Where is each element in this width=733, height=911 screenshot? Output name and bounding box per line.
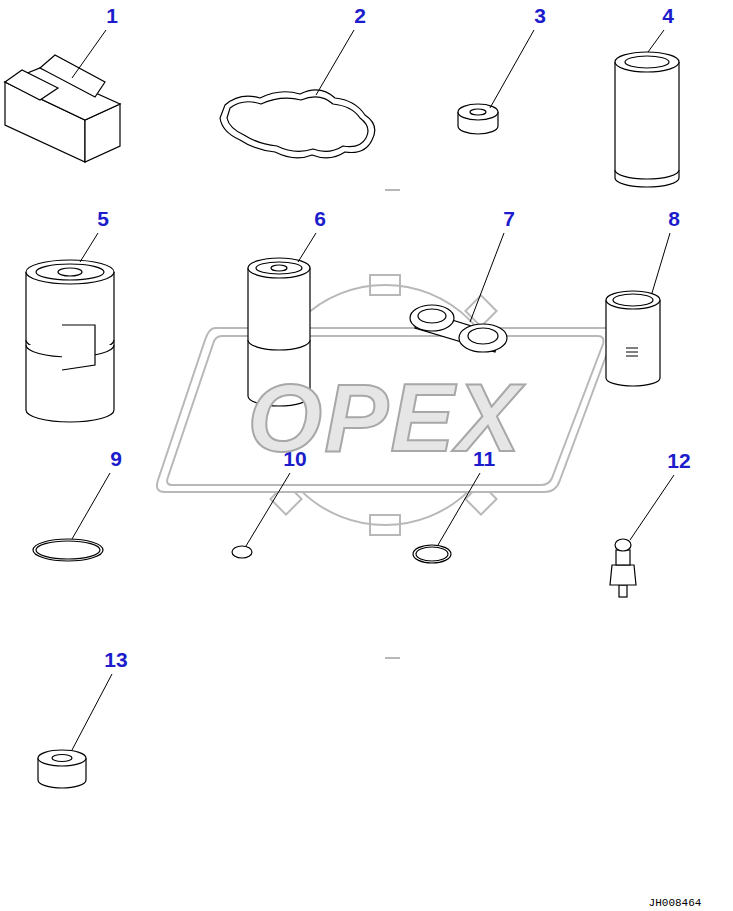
air-element: [606, 291, 660, 386]
o-ring: [413, 545, 451, 563]
callout-number: 13: [104, 649, 127, 670]
drawing-code: JH008464: [649, 898, 702, 909]
o-ring: [33, 539, 103, 561]
callout-number: 9: [110, 448, 122, 469]
callout-number: 6: [314, 208, 326, 229]
callout-number: 2: [354, 5, 366, 26]
callout-number: 12: [667, 450, 690, 471]
leader-lines: [72, 30, 674, 750]
washer: [458, 104, 498, 134]
filter-element: [615, 52, 679, 187]
filter-wrench: [410, 305, 507, 352]
o-ring: [232, 546, 252, 558]
gasket: [220, 90, 375, 158]
callout-number: 7: [503, 208, 515, 229]
callout-number: 3: [534, 5, 546, 26]
callout-number: 1: [106, 5, 118, 26]
filter-cartridge: [26, 260, 114, 422]
callout-number: 8: [668, 208, 680, 229]
spacer: [38, 750, 86, 788]
callout-number: 4: [662, 5, 674, 26]
callout-number: 5: [97, 208, 109, 229]
kit-box: [5, 55, 120, 162]
grease-fitting: [610, 539, 636, 597]
watermark: OPEX: [248, 370, 523, 466]
watermark-graphic: [157, 275, 613, 535]
